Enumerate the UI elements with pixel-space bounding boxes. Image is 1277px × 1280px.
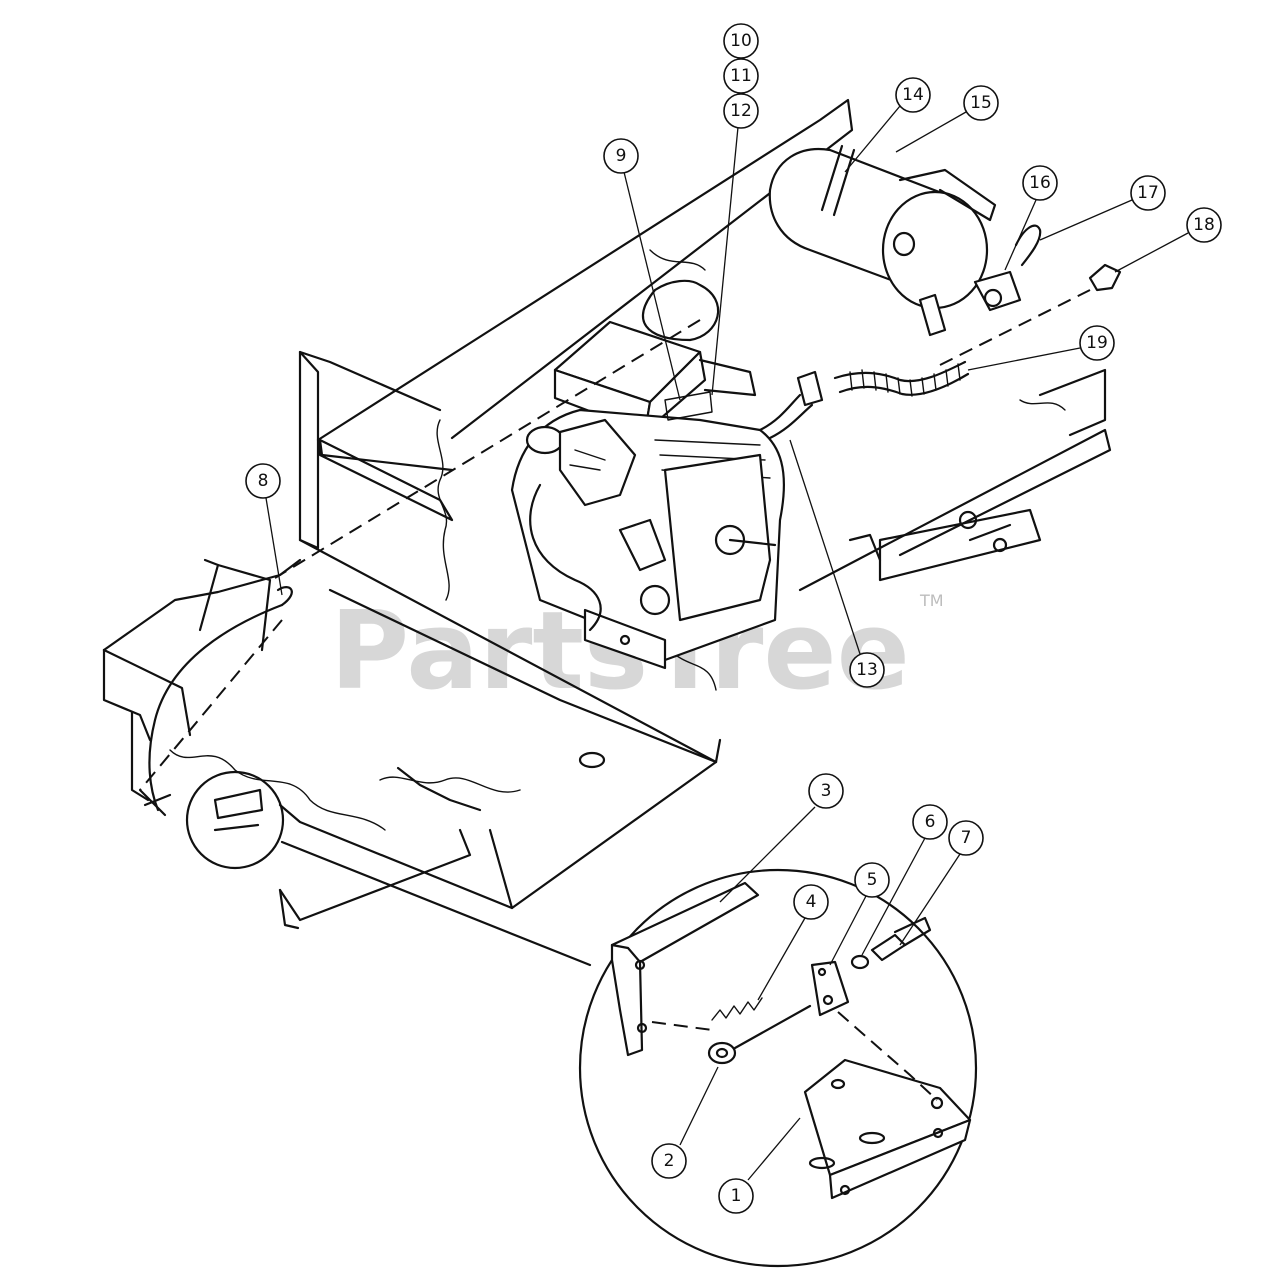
callout-9-label: 9 (616, 146, 627, 166)
engine (510, 279, 814, 670)
callout-10-label: 10 (730, 31, 752, 51)
bracket-detail-view (578, 868, 978, 1268)
callout-10[interactable]: 10 (723, 23, 759, 59)
callout-12[interactable]: 12 (711, 93, 759, 396)
callout-16-label: 16 (1029, 173, 1051, 193)
callout-14[interactable]: 14 (844, 77, 931, 173)
callout-5[interactable]: 5 (829, 862, 890, 966)
callout-17-label: 17 (1137, 183, 1159, 203)
detail-marker-circle (185, 770, 592, 967)
callout-19-label: 19 (1086, 333, 1108, 353)
callout-17[interactable]: 17 (1039, 175, 1166, 241)
callout-19[interactable]: 19 (967, 325, 1115, 371)
callout-16[interactable]: 16 (1004, 165, 1058, 271)
callout-11-label: 11 (730, 66, 752, 86)
muffler-assembly (768, 144, 1122, 407)
callout-3[interactable]: 3 (719, 773, 844, 903)
callout-4-label: 4 (806, 892, 817, 912)
callout-18[interactable]: 18 (1114, 207, 1222, 273)
callout-18-label: 18 (1193, 215, 1215, 235)
callout-5-label: 5 (867, 870, 878, 890)
callout-12-label: 12 (730, 101, 752, 121)
callout-1-label: 1 (731, 1186, 742, 1206)
callouts: 1 2 3 4 5 6 7 (245, 23, 1222, 1214)
callout-8-label: 8 (258, 471, 269, 491)
callout-7[interactable]: 7 (899, 820, 984, 946)
callout-3-label: 3 (821, 781, 832, 801)
callout-6-label: 6 (925, 812, 936, 832)
callout-11[interactable]: 11 (723, 58, 759, 94)
callout-15[interactable]: 15 (895, 85, 999, 153)
callout-13[interactable]: 13 (789, 439, 885, 688)
throttle-cable (138, 319, 701, 817)
callout-9[interactable]: 9 (603, 138, 681, 401)
callout-15-label: 15 (970, 93, 992, 113)
callout-14-label: 14 (902, 85, 924, 105)
callout-6[interactable]: 6 (861, 804, 948, 956)
watermark-trademark: TM (919, 591, 944, 610)
chassis-frame (102, 98, 1112, 930)
callout-1[interactable]: 1 (718, 1117, 801, 1214)
callout-13-label: 13 (856, 660, 878, 680)
callout-8[interactable]: 8 (245, 463, 283, 596)
callout-4[interactable]: 4 (757, 884, 829, 1001)
callout-7-label: 7 (961, 828, 972, 848)
callout-2-label: 2 (664, 1151, 675, 1171)
callout-2[interactable]: 2 (651, 1066, 719, 1179)
